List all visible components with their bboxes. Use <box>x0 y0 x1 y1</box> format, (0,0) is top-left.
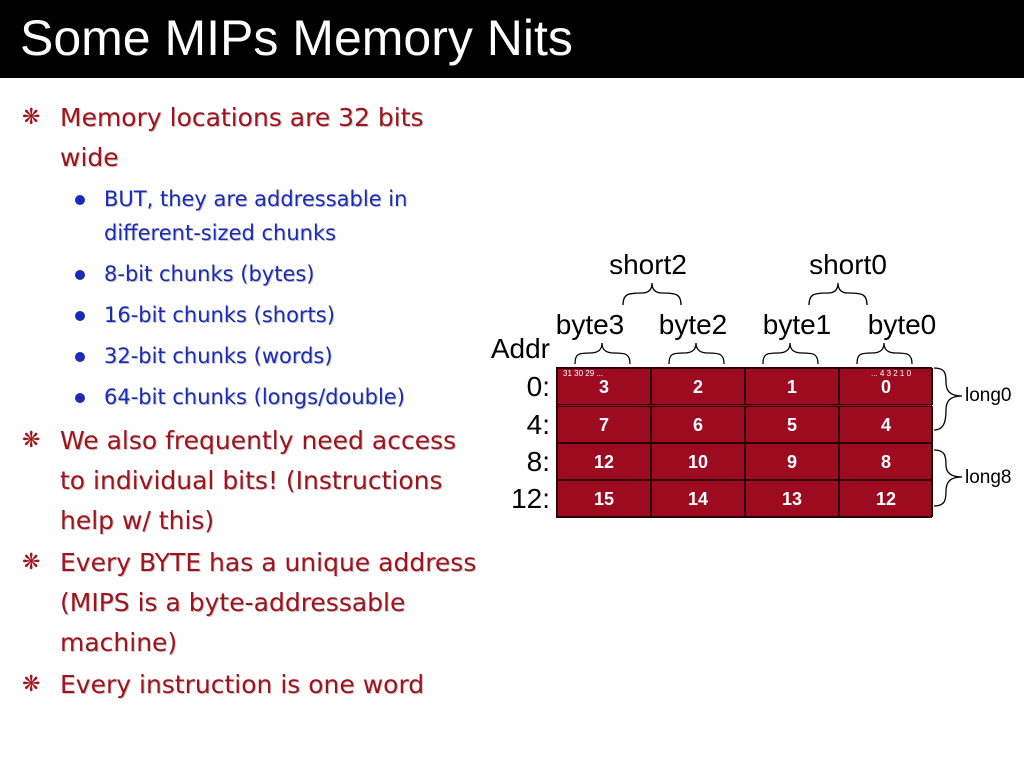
memory-cell: 10 <box>651 443 745 480</box>
dot-bullet-icon <box>75 195 85 205</box>
byte1-brace <box>762 342 819 365</box>
bullet-text: We also frequently need access to indivi… <box>60 426 457 535</box>
bullet-item: ❋ We also frequently need access to indi… <box>0 421 480 541</box>
memory-cell: 13 <box>745 480 839 517</box>
short2-brace <box>622 282 682 306</box>
sub-bullet-text: 64-bit chunks (longs/double) <box>104 385 405 409</box>
dot-bullet-icon <box>75 352 85 362</box>
long8-label: long8 <box>965 467 1012 488</box>
bullet-item: ❋ Every instruction is one word <box>0 665 480 705</box>
memory-cell: 8 <box>839 443 933 480</box>
sub-bullet-item: 8-bit chunks (bytes) <box>0 257 480 291</box>
bullet-text: Memory locations are 32 bits wide <box>60 103 424 172</box>
memory-cell: 12 <box>557 443 651 480</box>
asterisk-bullet-icon: ❋ <box>22 672 41 697</box>
byte0-brace <box>856 342 913 365</box>
sub-bullet-text: 8-bit chunks (bytes) <box>104 262 315 286</box>
byte2-brace <box>668 342 725 365</box>
high-bit-numbers: 31 30 29 ... <box>563 369 604 378</box>
addr-label: 12: <box>511 483 550 514</box>
addr-header: Addr <box>490 333 550 364</box>
title-bar: Some MIPs Memory Nits <box>0 0 1024 78</box>
memory-cell: 0 <box>839 368 933 405</box>
asterisk-bullet-icon: ❋ <box>22 105 41 130</box>
memory-cell: 3 <box>557 368 651 405</box>
dot-bullet-icon <box>75 311 85 321</box>
long8-brace <box>933 449 963 507</box>
bullet-text: Every BYTE has a unique address (MIPS is… <box>60 548 477 657</box>
byte3-brace <box>574 342 631 365</box>
memory-cell: 4 <box>839 406 933 443</box>
dot-bullet-icon <box>75 393 85 403</box>
sub-bullet-text: 16-bit chunks (shorts) <box>104 303 335 327</box>
addr-label: 8: <box>526 446 550 477</box>
asterisk-bullet-icon: ❋ <box>22 428 41 453</box>
memory-cell: 7 <box>557 406 651 443</box>
sub-bullet-item: BUT, they are addressable in different-s… <box>0 182 480 250</box>
sub-bullet-text: BUT, they are addressable in different-s… <box>104 187 408 245</box>
memory-cell: 6 <box>651 406 745 443</box>
slide-title: Some MIPs Memory Nits <box>20 10 573 66</box>
byte3-label: byte3 <box>555 309 625 340</box>
dot-bullet-icon <box>75 270 85 280</box>
long0-brace <box>933 367 963 431</box>
sub-bullet-item: 16-bit chunks (shorts) <box>0 298 480 332</box>
byte0-label: byte0 <box>867 309 937 340</box>
bullet-item: ❋ Memory locations are 32 bits wide <box>0 98 480 178</box>
short0-label: short0 <box>809 249 887 280</box>
byte2-label: byte2 <box>658 309 728 340</box>
memory-grid: 3 2 1 0 7 6 5 4 12 10 9 8 15 14 13 12 31… <box>556 367 933 518</box>
short0-brace <box>808 282 868 306</box>
memory-cell: 2 <box>651 368 745 405</box>
low-bit-numbers: ... 4 3 2 1 0 <box>871 369 912 378</box>
memory-cell: 14 <box>651 480 745 517</box>
sub-bullet-list: BUT, they are addressable in different-s… <box>0 182 480 414</box>
memory-cell: 9 <box>745 443 839 480</box>
sub-bullet-text: 32-bit chunks (words) <box>104 344 333 368</box>
bullet-text: Every instruction is one word <box>60 670 425 699</box>
bullet-list: ❋ Memory locations are 32 bits wide BUT,… <box>0 98 480 707</box>
short2-label: short2 <box>609 249 687 280</box>
memory-cell: 15 <box>557 480 651 517</box>
addr-label: 4: <box>526 409 550 440</box>
sub-bullet-item: 32-bit chunks (words) <box>0 339 480 373</box>
byte1-label: byte1 <box>762 309 832 340</box>
bullet-item: ❋ Every BYTE has a unique address (MIPS … <box>0 543 480 663</box>
memory-cell: 1 <box>745 368 839 405</box>
sub-bullet-item: 64-bit chunks (longs/double) <box>0 380 480 414</box>
memory-cell: 12 <box>839 480 933 517</box>
long0-label: long0 <box>965 385 1012 406</box>
addr-label: 0: <box>526 371 550 402</box>
asterisk-bullet-icon: ❋ <box>22 550 41 575</box>
memory-cell: 5 <box>745 406 839 443</box>
